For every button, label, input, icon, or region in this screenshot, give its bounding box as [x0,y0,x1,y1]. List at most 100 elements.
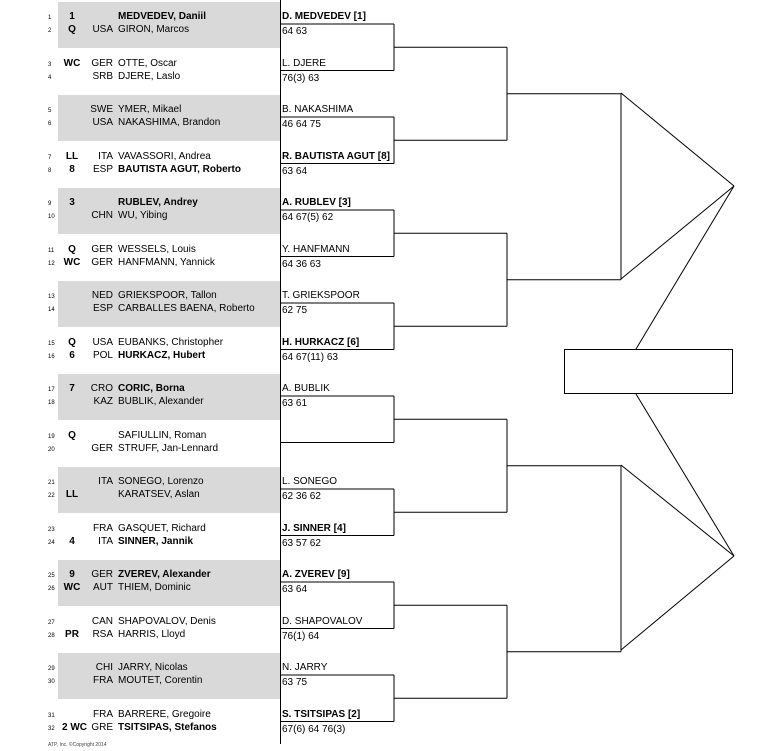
round2-winner: Y. HANFMANN [282,243,350,255]
player-name: BAUTISTA AGUT, Roberto [118,163,241,175]
player-name: HARRIS, Lloyd [118,628,186,640]
final-diagonal-top [635,185,735,350]
final-box [564,349,733,394]
player-name: JARRY, Nicolas [118,662,188,673]
country-code: ITA [98,535,113,547]
round2-winner: R. BAUTISTA AGUT [8] [282,150,390,162]
round2-winner: D. MEDVEDEV [1] [282,11,366,22]
draw-position: 12 [48,260,55,267]
seed-label: Q [68,429,76,441]
draw-position: 21 [48,480,55,486]
semifinal-bottom-upper [620,464,735,557]
draw-position: 8 [48,167,52,174]
draw-position: 11 [48,247,55,254]
country-code: RSA [92,628,113,640]
country-code: CRO [90,383,113,394]
draw-position: 17 [48,387,55,393]
player-name: ZVEREV, Alexander [118,569,211,580]
country-code: ITA [98,150,113,162]
draw-position: 25 [48,573,55,579]
player-name: MEDVEDEV, Daniil [118,11,206,22]
round2-score: 63 64 [282,165,308,177]
player-name: CARBALLES BAENA, Roberto [118,303,255,314]
round2-winner: H. HURKACZ [6] [282,336,360,348]
draw-position: 1 [48,15,52,21]
country-code: GER [91,442,113,454]
round2-winner: B. NAKASHIMA [282,104,354,115]
round2-score: 63 61 [282,398,308,409]
player-name: SHAPOVALOV, Denis [118,615,216,627]
round2-winner: A. BUBLIK [282,383,330,394]
round2-score: 64 67(5) 62 [282,212,334,223]
player-name: NAKASHIMA, Brandon [118,117,221,128]
semifinal-bottom-lower [620,555,735,651]
country-code: SRB [92,70,113,82]
seed-label: LL [65,489,79,500]
draw-position: 20 [48,446,55,453]
draw-position: 10 [48,214,55,220]
round2-score: 64 36 63 [282,258,321,270]
player-name: SAFIULLIN, Roman [118,429,207,441]
round2-winner: L. SONEGO [282,476,338,487]
round2-winner: A. RUBLEV [3] [282,197,351,208]
match-band [58,653,280,699]
country-code: CHI [95,662,113,673]
country-code: GER [91,569,113,580]
seed-label: WC [63,582,81,593]
round2-winner: S. TSITSIPAS [2] [282,708,361,720]
country-code: NED [91,290,113,301]
round2-score: 63 64 [282,584,308,595]
draw-position: 32 [48,725,55,732]
round2-score: 62 75 [282,305,308,316]
country-code: CAN [91,615,113,627]
country-code: SWE [90,104,113,115]
country-code: KAZ [93,396,113,407]
country-code: ESP [92,163,113,175]
draw-position: 7 [48,154,52,161]
player-name: WU, Yibing [118,210,168,221]
seed-label: 8 [69,163,75,175]
match-band [58,2,280,48]
draw-position: 5 [48,108,52,114]
seed-label: 2 WC [62,721,87,733]
draw-right-border [280,0,281,744]
draw-position: 28 [48,632,55,639]
player-name: YMER, Mikael [118,104,182,115]
country-code: USA [92,336,113,348]
player-name: BUBLIK, Alexander [118,396,204,407]
round2-winner: N. JARRY [282,662,328,673]
player-name: SINNER, Jannik [118,535,194,547]
player-name: HURKACZ, Hubert [118,349,206,361]
draw-position: 27 [48,619,55,626]
round2-score: 76(1) 64 [282,630,320,642]
player-name: TSITSIPAS, Stefanos [118,721,217,733]
match-band [58,95,280,141]
country-code: FRA [93,708,113,720]
seed-label: 7 [69,383,75,394]
country-code: USA [92,24,113,35]
round2-winner: D. SHAPOVALOV [282,615,363,627]
draw-position: 9 [48,201,52,207]
player-name: VAVASSORI, Andrea [118,150,211,162]
seed-label: WC [63,256,81,268]
player-name: WESSELS, Louis [118,243,196,255]
round2-winner: L. DJERE [282,57,326,69]
round2-score: 64 63 [282,26,308,37]
player-name: OTTE, Oscar [118,57,177,69]
round2-winner: T. GRIEKSPOOR [282,290,360,301]
country-code: AUT [93,582,113,593]
seed-label: 6 [69,349,75,361]
round2-score: 64 67(11) 63 [282,351,338,363]
draw-position: 15 [48,340,55,347]
match-band [58,374,280,420]
seed-label: 9 [69,569,75,580]
draw-position: 4 [48,74,52,81]
semifinal-top-upper [620,92,735,187]
match-band [58,188,280,234]
draw-position: 23 [48,526,55,533]
draw-position: 14 [48,307,55,313]
match-band [58,560,280,606]
draw-position: 29 [48,666,55,672]
player-name: KARATSEV, Aslan [118,489,200,500]
